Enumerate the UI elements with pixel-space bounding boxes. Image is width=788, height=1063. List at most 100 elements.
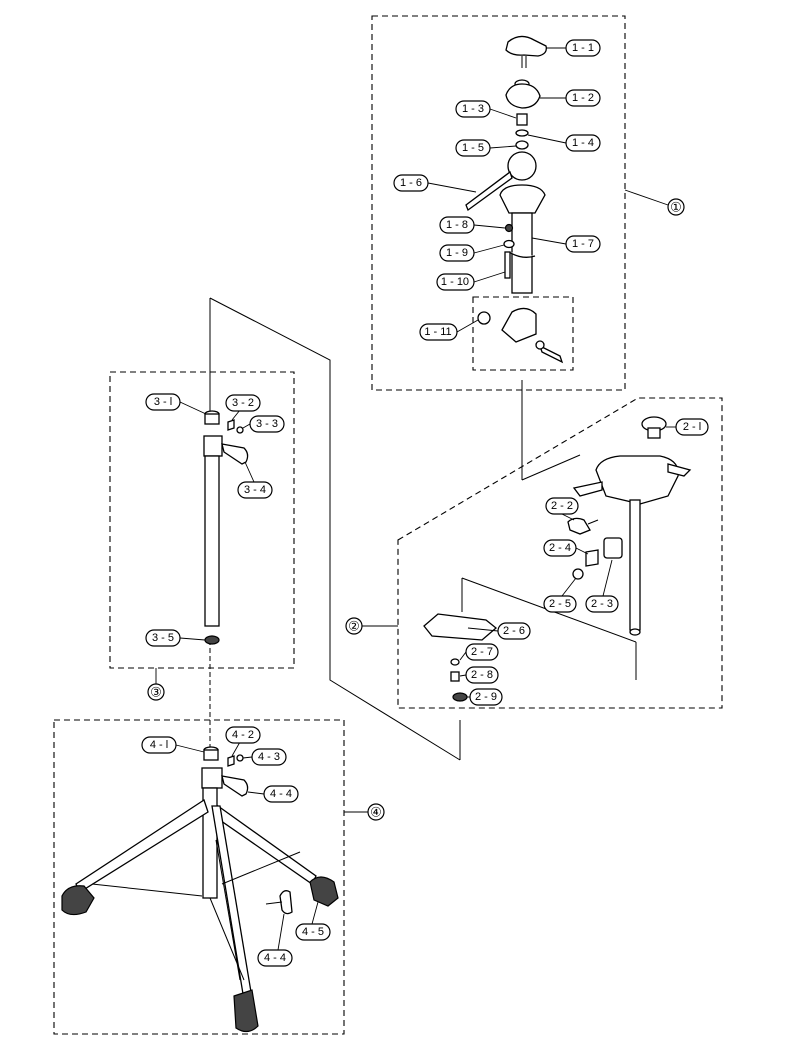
- svg-text:4 - 5: 4 - 5: [302, 926, 324, 938]
- part-4-2: [227, 755, 235, 767]
- svg-text:1 - 2: 1 - 2: [572, 92, 594, 104]
- group-2-boundary: [397, 397, 723, 709]
- part-4-3: [236, 754, 244, 762]
- label-3-2: 3 - 2: [225, 394, 261, 421]
- label-2-7: 2 - 7: [459, 643, 499, 661]
- bolt-2-8: [450, 671, 460, 682]
- svg-text:4 - 3: 4 - 3: [258, 751, 280, 763]
- nut-2-5: [572, 568, 584, 580]
- svg-text:4 - l: 4 - l: [150, 739, 168, 751]
- label-4-5: 4 - 5: [295, 901, 331, 941]
- svg-text:3 - 4: 3 - 4: [244, 484, 266, 496]
- clamp-1-11: [477, 307, 564, 364]
- svg-text:3 - l: 3 - l: [154, 396, 172, 408]
- label-4-1: 4 - l: [141, 736, 205, 754]
- svg-text:2 - 8: 2 - 8: [471, 669, 493, 681]
- svg-text:②: ②: [348, 619, 360, 634]
- label-3-4: 3 - 4: [237, 461, 273, 499]
- washer-2-7: [450, 658, 460, 666]
- label-3-3: 3 - 3: [242, 415, 285, 433]
- svg-text:1 - 8: 1 - 8: [446, 219, 468, 231]
- plate-2-6: [423, 613, 498, 641]
- svg-text:1 - 3: 1 - 3: [462, 103, 484, 115]
- label-1-4: 1 - 4: [527, 134, 601, 152]
- washer-1-4: [515, 129, 529, 137]
- group-3-boundary: [109, 371, 295, 669]
- cap-1-2: [505, 79, 541, 109]
- svg-text:2 - l: 2 - l: [683, 421, 701, 433]
- label-2-4: 2 - 4: [543, 539, 589, 557]
- label-1-5: 1 - 5: [455, 139, 517, 157]
- svg-text:4 - 4: 4 - 4: [270, 788, 292, 800]
- part-1-11-subbox: [472, 296, 574, 371]
- label-1-11: 1 - 11: [419, 319, 479, 341]
- wing-bolt-2-2: [567, 517, 599, 535]
- svg-text:4 - 4: 4 - 4: [264, 952, 286, 964]
- bolt-1-10: [504, 251, 511, 279]
- svg-text:1 - 9: 1 - 9: [446, 247, 468, 259]
- knob-2-1: [641, 416, 667, 439]
- label-3-5: 3 - 5: [145, 629, 206, 647]
- svg-text:2 - 3: 2 - 3: [591, 598, 613, 610]
- svg-text:3 - 5: 3 - 5: [152, 632, 174, 644]
- bushing-3-1: [204, 410, 220, 425]
- washer-1-9: [503, 239, 515, 249]
- clamp-body: [572, 455, 692, 636]
- bushing-4-1: [203, 746, 219, 761]
- label-2-8: 2 - 8: [459, 666, 499, 684]
- group-4-boundary: [53, 719, 345, 1035]
- wing-bolt-1-1: [505, 35, 547, 68]
- washer-3-5: [204, 635, 220, 645]
- svg-text:2 - 4: 2 - 4: [549, 542, 571, 554]
- label-4-3: 4 - 3: [242, 748, 287, 766]
- label-1-7: 1 - 7: [531, 235, 601, 253]
- label-1-3: 1 - 3: [455, 100, 517, 119]
- svg-text:2 - 6: 2 - 6: [503, 625, 525, 637]
- ball-rod-1-6: [465, 151, 537, 212]
- label-3-1: 3 - l: [145, 393, 207, 415]
- ring-1-5: [515, 140, 529, 150]
- nut-1-8: [504, 223, 514, 233]
- label-1-6: 1 - 6: [393, 174, 477, 193]
- tube-3: [203, 435, 249, 627]
- svg-text:3 - 3: 3 - 3: [256, 418, 278, 430]
- svg-text:2 - 9: 2 - 9: [475, 691, 497, 703]
- connector-lines: [209, 297, 581, 761]
- svg-text:2 - 5: 2 - 5: [549, 598, 571, 610]
- svg-text:④: ④: [370, 805, 382, 820]
- svg-text:1 - 7: 1 - 7: [572, 238, 594, 250]
- label-4-4a: 4 - 4: [247, 785, 299, 803]
- label-4-4b: 4 - 4: [257, 913, 293, 967]
- label-2-2: 2 - 2: [545, 497, 579, 521]
- group-3-callout: ③: [147, 668, 165, 701]
- label-1-10: 1 - 10: [436, 271, 506, 291]
- sleeve-2-3: [603, 537, 623, 559]
- label-1-9: 1 - 9: [439, 244, 505, 262]
- label-2-1: 2 - l: [666, 418, 709, 436]
- svg-text:4 - 2: 4 - 2: [232, 729, 254, 741]
- svg-text:1 - 1: 1 - 1: [572, 42, 594, 54]
- svg-text:2 - 2: 2 - 2: [551, 500, 573, 512]
- group-1-assembly: 1 - 1 1 - 2 1 - 3 1 - 4 1 - 5 1 - 6 1 - …: [371, 15, 685, 480]
- label-2-6: 2 - 6: [467, 622, 531, 640]
- group-2-callout: ②: [345, 617, 398, 635]
- svg-text:1 - 6: 1 - 6: [400, 177, 422, 189]
- sleeve-1-3: [516, 113, 528, 126]
- label-1-1: 1 - 1: [546, 39, 601, 57]
- label-2-3: 2 - 3: [585, 559, 619, 613]
- group-2-assembly: 2 - l 2 - 2 2 - 3 2 - 4 2 - 5 2 - 6 2 - …: [345, 397, 723, 709]
- group-4-assembly: 4 - l 4 - 2 4 - 3 4 - 4 4 - 4 4 - 5 ④: [53, 719, 385, 1035]
- group-3-assembly: 3 - l 3 - 2 3 - 3 3 - 4 3 - 5 ③: [109, 371, 295, 701]
- svg-text:1 - 11: 1 - 11: [424, 326, 451, 338]
- socket-tube-1-7: [499, 184, 546, 294]
- nut-2-9: [452, 692, 468, 702]
- svg-text:③: ③: [150, 685, 162, 700]
- label-2-9: 2 - 9: [467, 688, 503, 706]
- label-2-5: 2 - 5: [543, 577, 577, 613]
- svg-text:1 - 10: 1 - 10: [441, 276, 469, 288]
- svg-text:①: ①: [670, 200, 682, 215]
- group-1-callout: ①: [624, 189, 685, 216]
- shim-2-4: [585, 549, 599, 567]
- part-3-3: [236, 426, 244, 434]
